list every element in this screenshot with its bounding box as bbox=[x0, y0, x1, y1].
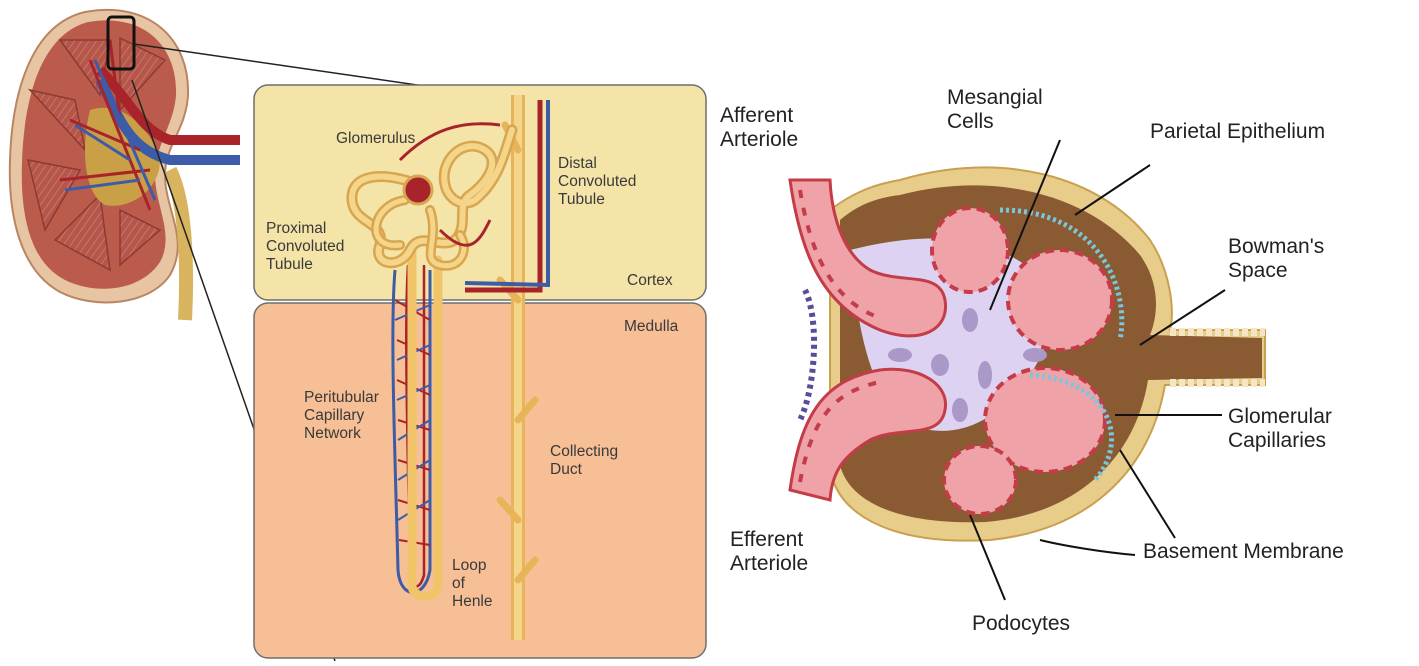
label-peritubular-network: Peritubular Capillary Network bbox=[304, 389, 404, 442]
label-podocytes: Podocytes bbox=[972, 612, 1070, 636]
kidney-cross-section bbox=[10, 10, 240, 320]
label-medulla: Medulla bbox=[624, 318, 678, 336]
label-efferent-arteriole: Efferent Arteriole bbox=[730, 528, 840, 576]
label-parietal-epithelium: Parietal Epithelium bbox=[1150, 120, 1325, 144]
label-distal-tubule: Distal Convoluted Tubule bbox=[558, 155, 668, 208]
juxtaglomerular-cells bbox=[800, 290, 814, 420]
label-mesangial-cells: Mesangial Cells bbox=[947, 86, 1047, 134]
label-collecting-duct: Collecting Duct bbox=[550, 443, 650, 479]
renal-corpuscle bbox=[830, 167, 1265, 540]
label-cortex: Cortex bbox=[627, 272, 673, 290]
label-basement-membrane: Basement Membrane bbox=[1143, 540, 1344, 564]
label-glomerulus: Glomerulus bbox=[336, 130, 415, 148]
label-loop-of-henle: Loop of Henle bbox=[452, 557, 502, 610]
label-proximal-tubule: Proximal Convoluted Tubule bbox=[266, 220, 376, 273]
glomerulus-ball bbox=[404, 176, 432, 204]
label-glomerular-capillaries: Glomerular Capillaries bbox=[1228, 405, 1368, 453]
label-afferent-arteriole: Afferent Arteriole bbox=[720, 104, 830, 152]
label-bowmans-space: Bowman's Space bbox=[1228, 235, 1338, 283]
